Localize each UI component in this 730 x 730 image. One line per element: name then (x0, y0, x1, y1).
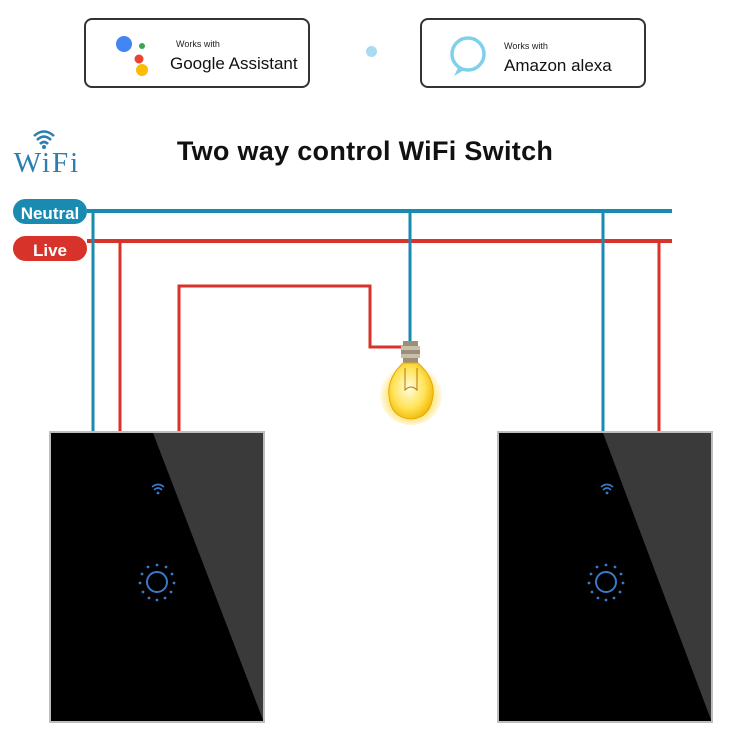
panel-gloss (153, 433, 263, 720)
google-assistant-badge: Works with Google Assistant (84, 18, 310, 88)
alexa-icon (450, 36, 486, 76)
switch-output-wire (177, 284, 408, 433)
alexa-works-with-label: Works with (504, 41, 548, 51)
amazon-alexa-badge: Works with Amazon alexa (420, 18, 646, 88)
touch-button-icon[interactable] (587, 563, 625, 602)
amazon-alexa-label: Amazon alexa (504, 56, 612, 75)
wifi-logo: WiFi (9, 126, 85, 182)
touch-button-icon[interactable] (138, 563, 176, 602)
wifi-signal-icon (33, 130, 55, 149)
wifi-logo-text: WiFi (13, 147, 81, 179)
neutral-label: Neutral (13, 199, 87, 224)
light-bulb-icon (379, 341, 443, 425)
right-switch-panel (497, 431, 713, 723)
left-switch-panel (49, 431, 265, 723)
google-assistant-label: Google Assistant (170, 54, 298, 73)
google-works-with-label: Works with (176, 39, 220, 49)
diagram-title: Two way control WiFi Switch (176, 136, 554, 166)
live-label: Live (13, 236, 87, 261)
wifi-icon (600, 483, 614, 495)
separator-dot (366, 46, 377, 57)
panel-gloss (603, 433, 711, 720)
google-assistant-icon (116, 36, 148, 76)
wifi-icon (151, 483, 165, 495)
